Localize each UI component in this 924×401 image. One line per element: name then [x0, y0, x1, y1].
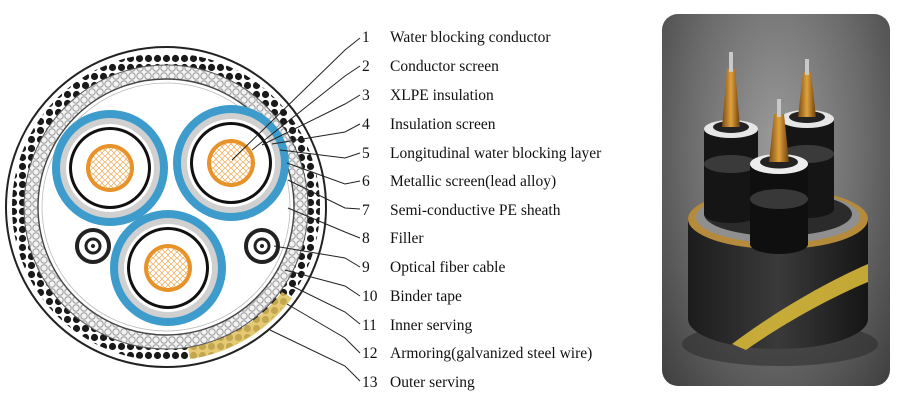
leader-line-2 [251, 65, 361, 151]
leader-line-6 [286, 162, 361, 185]
leader-line-4 [271, 123, 361, 145]
legend-number: 11 [362, 317, 377, 334]
legend-item: 3 XLPE insulation [362, 87, 494, 104]
legend-number: 1 [362, 29, 370, 46]
legend-number: 12 [362, 345, 378, 362]
legend-item: 12 Armoring(galvanized steel wire) [362, 345, 592, 362]
cable-3d-illustration [682, 52, 878, 366]
legend-label: Metallic screen(lead alloy) [390, 173, 556, 190]
legend-item: 4 Insulation screen [362, 116, 496, 133]
core-upper-left [52, 110, 168, 226]
core-upper-right [173, 105, 289, 221]
legend-label: XLPE insulation [390, 87, 494, 104]
legend-label: Conductor screen [390, 58, 499, 75]
legend-label: Water blocking conductor [390, 29, 551, 46]
leader-line-10 [284, 269, 361, 297]
legend-item: 2 Conductor screen [362, 58, 499, 75]
leader-line-9 [273, 245, 361, 268]
legend-number: 3 [362, 87, 370, 104]
optical-fiber-right [244, 228, 280, 264]
legend-item: 13 Outer serving [362, 374, 475, 391]
legend-label: Armoring(galvanized steel wire) [390, 345, 592, 362]
legend-number: 10 [362, 288, 378, 305]
legend-label: Semi-conductive PE sheath [390, 202, 561, 219]
legend-item: 9 Optical fiber cable [362, 259, 505, 276]
legend-label: Insulation screen [390, 116, 496, 133]
legend-number: 8 [362, 230, 370, 247]
cable-jacket [688, 219, 868, 349]
legend-label: Outer serving [390, 374, 475, 391]
photo-core-front [750, 99, 808, 254]
photo-core-left [704, 52, 758, 223]
legend-number: 6 [362, 173, 370, 190]
leader-line-5 [279, 149, 361, 159]
cable-yellow-stripe [732, 264, 868, 350]
legend-label: Filler [390, 230, 424, 247]
legend-label: Binder tape [390, 288, 462, 305]
optical-fiber-left [75, 228, 111, 264]
legend-item: 5 Longitudinal water blocking layer [362, 145, 602, 162]
legend-item: 1 Water blocking conductor [362, 29, 551, 46]
leader-line-13 [269, 329, 361, 382]
leader-line-8 [287, 207, 361, 239]
legend-number: 2 [362, 58, 370, 75]
legend-number: 9 [362, 259, 370, 276]
leader-line-1 [231, 37, 361, 161]
leader-line-3 [261, 94, 361, 146]
legend-label: Longitudinal water blocking layer [390, 145, 602, 162]
legend-number: 13 [362, 374, 378, 391]
armoring-galvanized-highlight [188, 292, 292, 359]
cross-section [5, 46, 327, 368]
leader-lines [231, 37, 361, 382]
legend: 1 Water blocking conductor 2 Conductor s… [362, 29, 602, 391]
legend-item: 11 Inner serving [362, 317, 472, 334]
core-bottom [110, 210, 226, 326]
legend-item: 6 Metallic screen(lead alloy) [362, 173, 556, 190]
legend-item: 10 Binder tape [362, 288, 462, 305]
leader-line-7 [287, 179, 361, 210]
legend-number: 7 [362, 202, 370, 219]
legend-number: 4 [362, 116, 370, 133]
legend-label: Optical fiber cable [390, 259, 505, 276]
cable-photo-panel [662, 14, 890, 386]
leader-line-11 [289, 284, 361, 325]
legend-number: 5 [362, 145, 370, 162]
legend-item: 8 Filler [362, 230, 424, 247]
legend-item: 7 Semi-conductive PE sheath [362, 202, 561, 219]
legend-label: Inner serving [390, 317, 472, 334]
leader-line-12 [286, 303, 361, 354]
